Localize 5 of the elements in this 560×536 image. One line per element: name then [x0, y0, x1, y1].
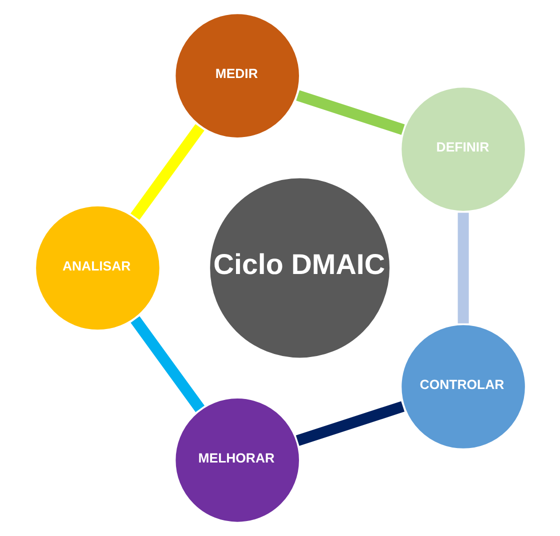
connector — [130, 124, 204, 220]
connector — [457, 212, 468, 324]
connector — [130, 316, 204, 412]
connector — [295, 401, 404, 446]
connector — [296, 90, 404, 135]
